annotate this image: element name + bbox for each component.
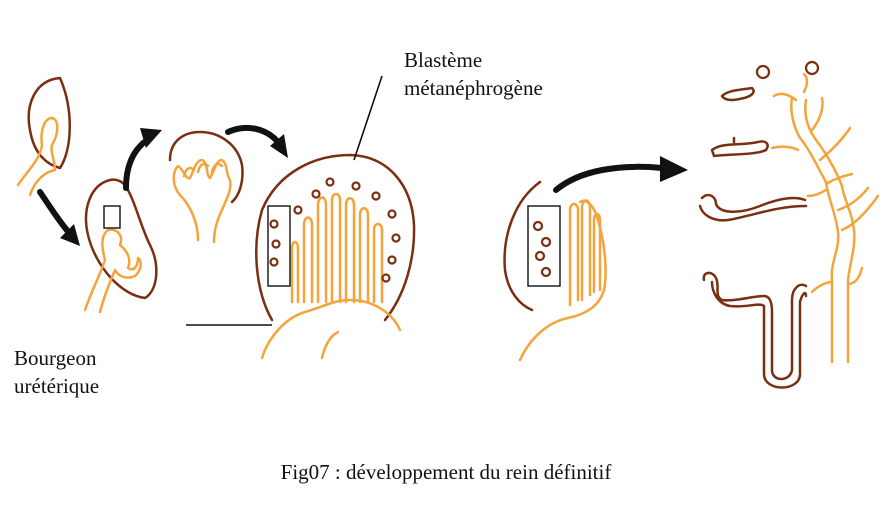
- stage-4-collecting-ducts: [290, 192, 384, 304]
- stage-4-developing-kidney: [255, 153, 416, 360]
- stage-5-vesicles: [532, 220, 552, 278]
- stage-4-blastema: [255, 153, 416, 322]
- bourgeon-label-line2: urétérique: [14, 374, 100, 398]
- bourgeon-label-line1: Bourgeon: [14, 346, 97, 370]
- blasteme-label: Blastème métanéphrogène: [404, 46, 543, 102]
- blasteme-label-line2: métanéphrogène: [404, 76, 543, 100]
- stage-3-ureteric-bud: [172, 158, 232, 244]
- stage-3-ampulla: [168, 130, 244, 244]
- stage-6-mature-kidney: [698, 60, 880, 389]
- stage-6-vesicle-1: [755, 64, 771, 80]
- stage-6-collecting-duct-tree: [770, 72, 880, 364]
- stage-4-ureteric-bud-trunk: [260, 298, 402, 360]
- stage-6-vesicle-2: [804, 60, 820, 76]
- stage-3-inner-branches: [182, 162, 224, 178]
- stage-5-ureteric-bud: [518, 199, 607, 362]
- stage-5-detail-box: [527, 205, 561, 287]
- stage-6-s-shaped-body: [710, 136, 769, 158]
- blasteme-label-line1: Blastème: [404, 48, 483, 72]
- stage-2-branching-bud: [83, 178, 158, 314]
- stage-1-ureteric-bud: [16, 116, 59, 197]
- stage-6-comma-body: [720, 86, 755, 102]
- stage-4-nephron-vesicles: [269, 177, 401, 283]
- stage-3-blastema-cap: [168, 130, 244, 204]
- arrow-1: [37, 189, 80, 246]
- stage-6-elongating-tubule: [698, 193, 808, 222]
- stage-2-ureteric-bud: [83, 228, 142, 314]
- stage-5-branches: [568, 199, 602, 307]
- stage-1-blastema-cap: [27, 76, 71, 170]
- stage-5-nephron-detail: [503, 180, 607, 362]
- blasteme-leader-line: [353, 75, 383, 161]
- arrow-3: [225, 124, 288, 158]
- stage-6-loop-of-henle: [702, 271, 808, 389]
- stage-1-early-bud: [16, 76, 71, 197]
- stage-2-detail-box: [103, 205, 121, 229]
- arrow-4: [553, 156, 688, 193]
- arrow-2: [123, 128, 162, 191]
- stage-5-blastema-arc: [503, 180, 542, 312]
- stage-4-detail-box: [267, 205, 291, 287]
- figure-caption: Fig07 : développement du rein définitif: [280, 460, 612, 484]
- bourgeon-label: Bourgeon urétérique: [14, 344, 99, 400]
